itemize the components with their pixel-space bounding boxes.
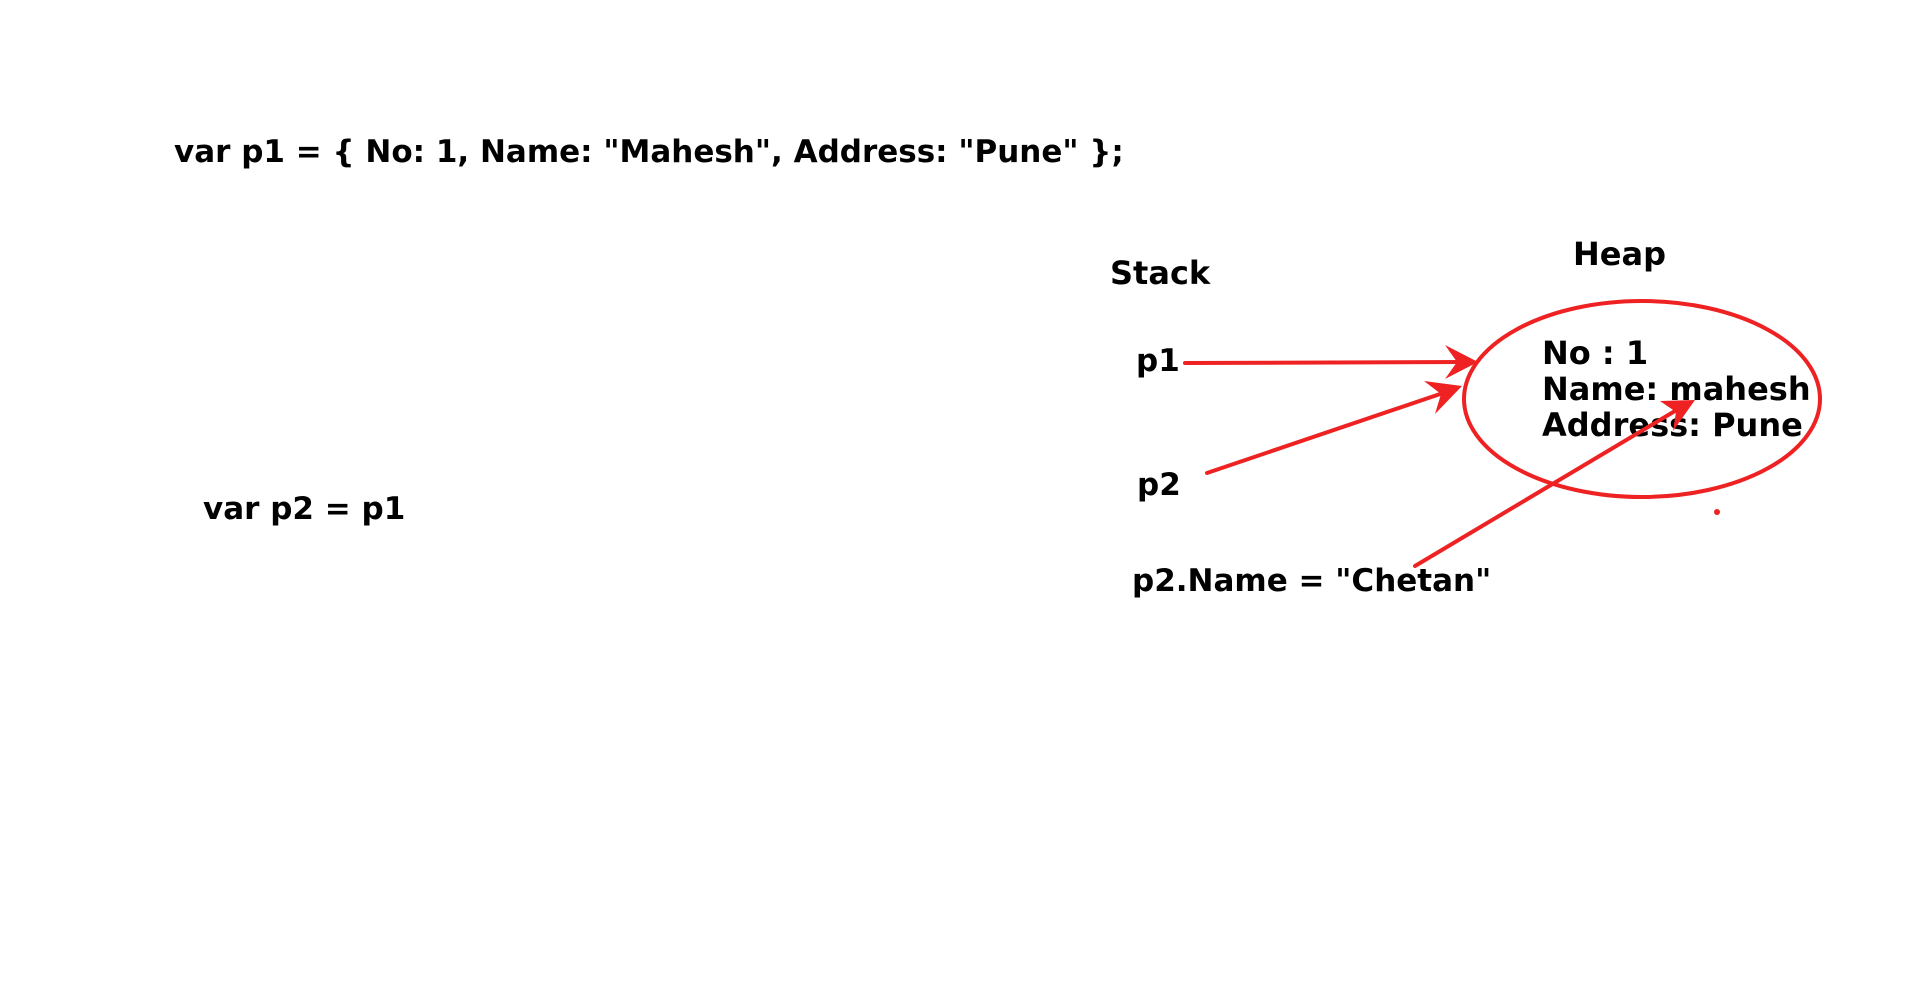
assignment-statement: p2.Name = "Chetan"	[1132, 563, 1492, 599]
heap-field-no: No : 1	[1542, 334, 1649, 372]
arrow-p2-head	[1424, 381, 1462, 414]
arrow-statement-line	[1413, 406, 1682, 568]
heap-title: Heap	[1573, 235, 1666, 273]
code-line-p1: var p1 = { No: 1, Name: "Mahesh", Addres…	[174, 134, 1124, 170]
arrow-statement-head	[1660, 400, 1695, 431]
arrow-p1-line	[1183, 360, 1464, 365]
stray-dot	[1714, 509, 1720, 515]
heap-field-name: Name: mahesh	[1542, 370, 1811, 408]
stack-variable-p2: p2	[1137, 467, 1181, 503]
code-line-p2: var p2 = p1	[203, 491, 406, 527]
stack-title: Stack	[1110, 254, 1211, 292]
heap-object-ellipse	[1462, 299, 1822, 499]
arrow-p1-head	[1445, 345, 1478, 379]
arrow-p2-line	[1205, 390, 1448, 475]
stack-variable-p1: p1	[1136, 343, 1180, 379]
